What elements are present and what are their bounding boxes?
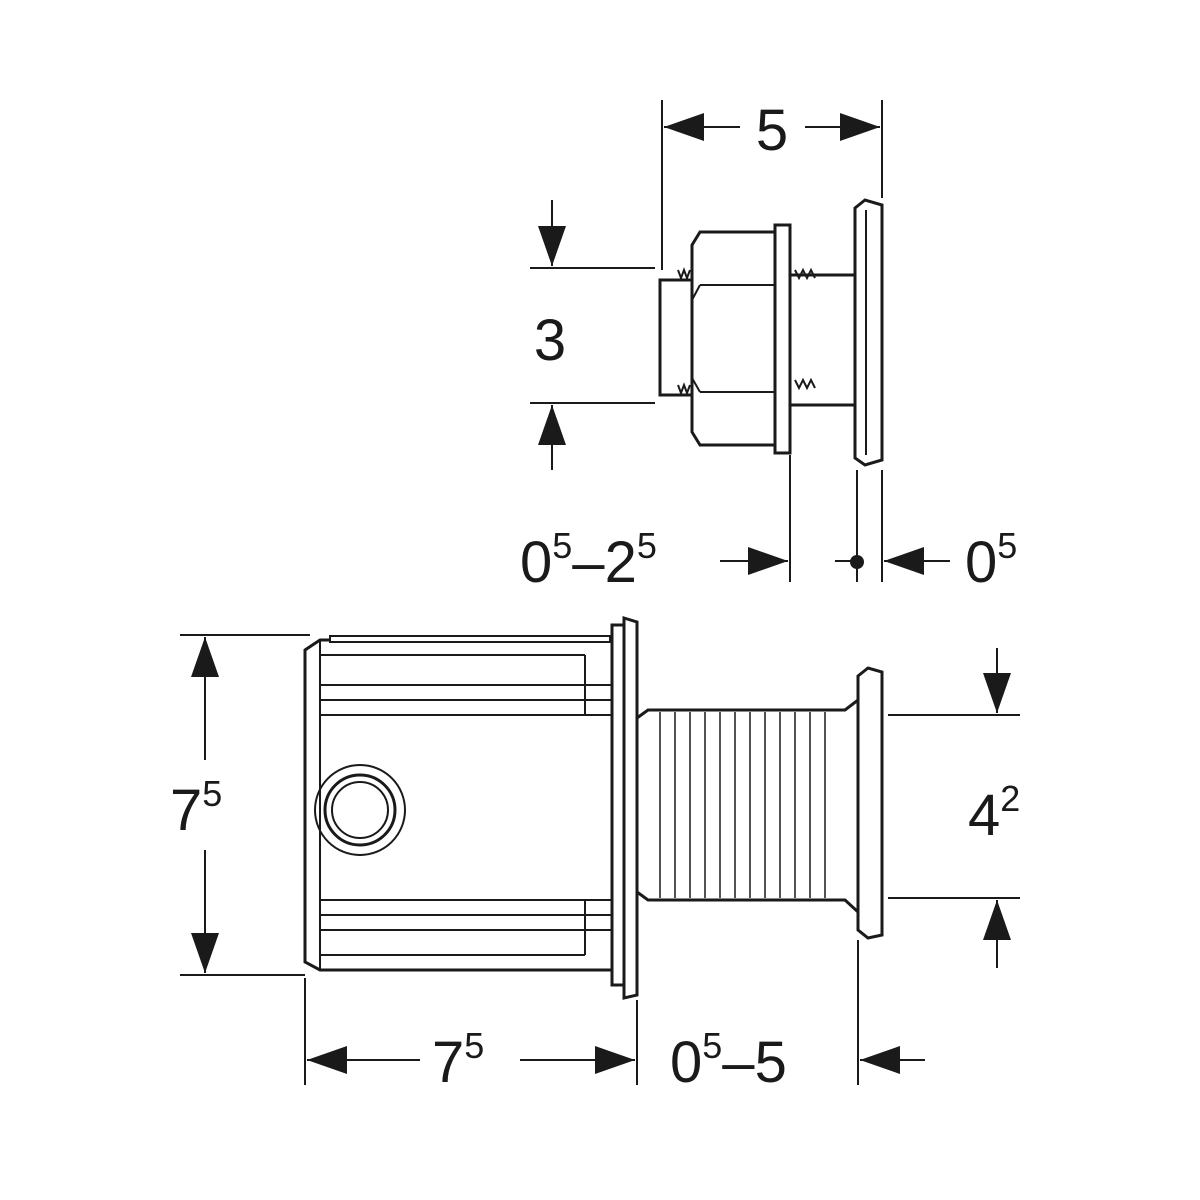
dim-label: 0 — [965, 530, 997, 595]
top-actuator-part — [658, 198, 884, 467]
svg-text:05: 05 — [965, 525, 1017, 595]
dimension-bottom-depth: 75 — [304, 940, 859, 1095]
dimension-top-width: 5 — [661, 98, 883, 270]
dim-label: 5 — [755, 1030, 787, 1095]
dimension-bottom-height: 75 — [170, 634, 310, 976]
dim-sup: 5 — [637, 525, 657, 566]
svg-text:3: 3 — [534, 308, 566, 373]
dim-label: 0 — [670, 1030, 702, 1095]
svg-text:05–5: 05–5 — [670, 1025, 787, 1095]
svg-text:5: 5 — [756, 98, 788, 163]
dimension-top-plate: 05 — [835, 470, 1017, 595]
dim-label: 3 — [534, 308, 566, 373]
dim-dash: – — [572, 530, 605, 595]
dim-label: 0 — [520, 530, 552, 595]
dim-label: 7 — [432, 1030, 464, 1095]
svg-text:75: 75 — [432, 1025, 484, 1095]
dimension-top-height: 3 — [530, 200, 655, 470]
dim-sup: 5 — [997, 525, 1017, 566]
dim-sup: 5 — [552, 525, 572, 566]
dim-label: 5 — [756, 98, 788, 163]
dim-dash: – — [722, 1030, 755, 1095]
dimension-tube-diameter: 42 — [888, 648, 1020, 968]
svg-text:42: 42 — [968, 778, 1020, 848]
dim-sup: 5 — [702, 1025, 722, 1066]
dimension-bottom-range: 05–5 — [670, 1025, 925, 1095]
dim-sup: 5 — [202, 773, 222, 814]
dimension-top-range: 05–25 — [520, 455, 791, 595]
dim-label: 2 — [605, 530, 637, 595]
dim-sup: 2 — [1000, 778, 1020, 819]
dim-label: 7 — [170, 778, 202, 843]
svg-text:05–25: 05–25 — [520, 525, 657, 595]
dim-sup: 5 — [464, 1025, 484, 1066]
dim-label: 4 — [968, 783, 1000, 848]
bottom-housing-part — [303, 615, 884, 1000]
svg-text:75: 75 — [170, 773, 222, 843]
